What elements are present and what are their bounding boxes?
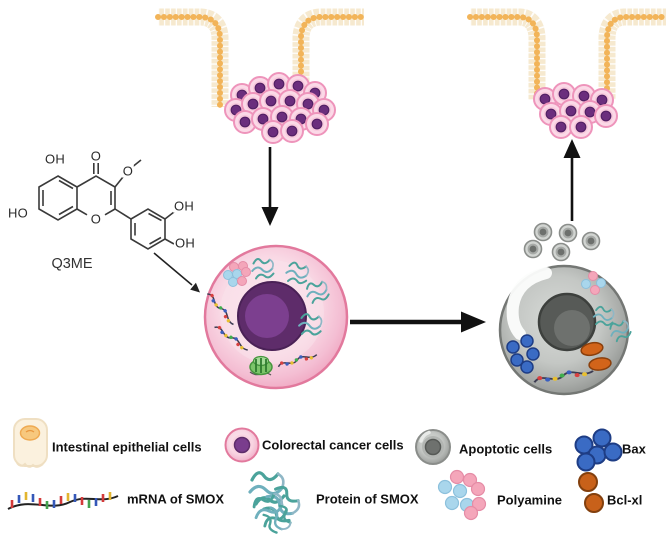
legend-label-bax: Bax: [622, 441, 646, 457]
legend-label-intestinal-epithelial-cells: Intestinal epithelial cells: [52, 439, 202, 455]
legend-label-mrna-of-smox: mRNA of SMOX: [127, 491, 225, 507]
bcl-xl-pair: [580, 341, 612, 371]
cancer-cell-cluster-small: [533, 82, 618, 139]
intestinal-crypt-left: [155, 8, 367, 144]
legend-label-apoptotic-cells: Apoptotic cells: [459, 441, 553, 457]
ribosome: [249, 355, 273, 376]
compound-name: Q3ME: [51, 256, 93, 272]
intestinal-crypt-right: [467, 8, 669, 139]
atom-label-ketone: O: [89, 148, 103, 164]
polyamine-icon: [437, 469, 487, 521]
bax-cluster: [506, 334, 540, 374]
legend-label-bcl-xl: Bcl-xl: [607, 492, 643, 508]
colorectal-cancer-cell-icon: [224, 427, 260, 463]
bcl-xl-icon: [578, 472, 604, 513]
protein-of-smox-icon: [248, 471, 305, 536]
atom-label-methoxy: O: [121, 163, 135, 179]
atom-label-oh3p: OH: [172, 198, 196, 214]
bax-icon: [574, 428, 623, 472]
arrow-down: [261, 147, 279, 226]
arrow-up: [563, 139, 581, 221]
arrow-right: [350, 311, 486, 333]
cancer-cell-cluster-large: [224, 72, 336, 144]
apoptotic-cell: [498, 264, 634, 396]
apoptotic-bodies: [523, 222, 601, 262]
intestinal-epithelial-cell-icon: [13, 418, 48, 468]
legend-label-polyamine: Polyamine: [497, 492, 563, 508]
arrow-q3me: [153, 252, 200, 293]
q3me-structure: [38, 159, 175, 250]
atom-label-oh4p: OH: [173, 235, 197, 251]
legend-label-colorectal-cancer-cells: Colorectal cancer cells: [262, 437, 404, 453]
atom-label-ring-o: O: [89, 211, 103, 227]
polyamine-cluster: [223, 261, 251, 287]
atom-label-oh5: OH: [43, 151, 67, 167]
mrna-of-smox-icon: [7, 492, 119, 510]
atom-label-ho7: HO: [6, 205, 30, 221]
polyamine-cluster-small: [581, 271, 606, 295]
legend-label-protein-of-smox: Protein of SMOX: [316, 491, 419, 507]
apoptotic-cell-icon: [415, 429, 451, 465]
colorectal-cancer-cell: [203, 244, 349, 390]
